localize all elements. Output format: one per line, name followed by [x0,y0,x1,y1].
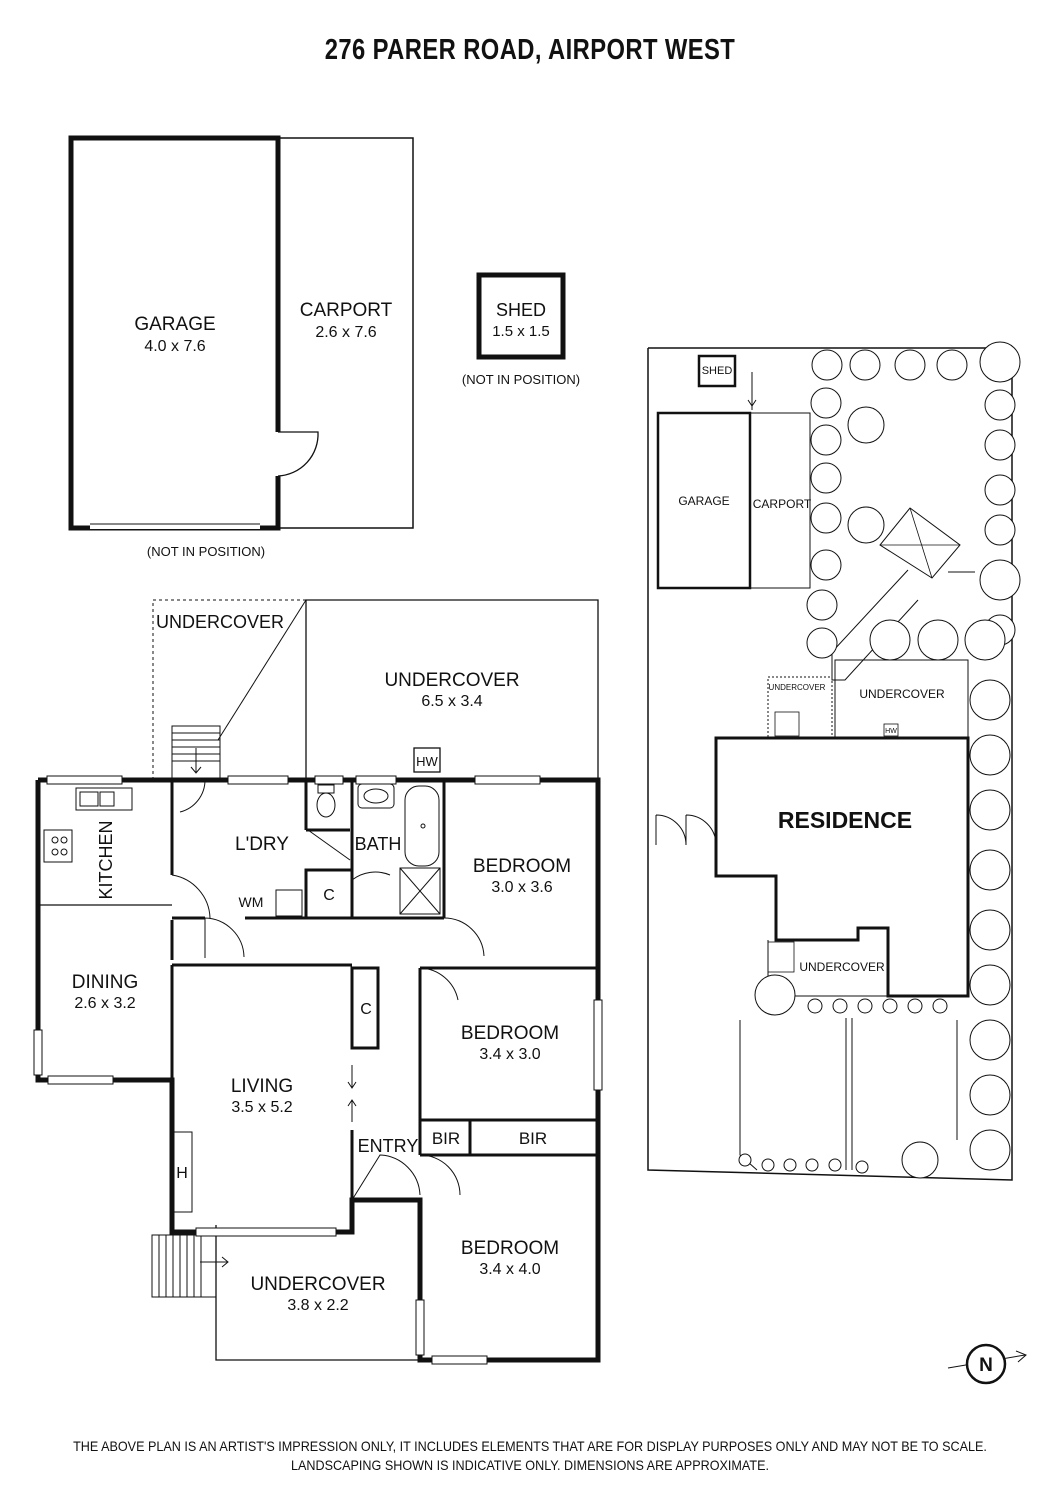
plan-title: 276 PARER ROAD, AIRPORT WEST [324,34,736,66]
bedroom1-label: BEDROOM [473,856,571,877]
shed-dims: 1.5 x 1.5 [492,323,550,340]
wm-label: WM [239,894,264,910]
bedroom2-label: BEDROOM [461,1023,559,1044]
undercover-top-label: UNDERCOVER [384,670,519,691]
garage-dims: 4.0 x 7.6 [144,338,205,355]
bedroom1-dims: 3.0 x 3.6 [491,879,552,896]
dining-dims: 2.6 x 3.2 [74,995,135,1012]
hw-label: HW [416,754,438,769]
site-undercover-a-label: UNDERCOVER [769,683,826,692]
house-walls [33,599,603,1365]
site-shed-label: SHED [702,365,733,377]
disclaimer-line-2: LANDSCAPING SHOWN IS INDICATIVE ONLY. DI… [291,1457,769,1473]
heater-label: H [176,1165,188,1182]
cupboard-hall-label: C [360,1001,372,1018]
carport-label: CARPORT [300,300,393,321]
compass-label: N [979,1355,993,1376]
bir-small-label: BIR [432,1129,460,1148]
garage-note: (NOT IN POSITION) [147,544,265,559]
carport-dims: 2.6 x 7.6 [315,324,376,341]
shed-note: (NOT IN POSITION) [462,372,580,387]
laundry-label: L'DRY [235,834,289,855]
undercover-top-dims: 6.5 x 3.4 [421,693,482,710]
site-garage-label: GARAGE [678,494,729,508]
bedroom3-label: BEDROOM [461,1238,559,1259]
disclaimer: THE ABOVE PLAN IS AN ARTIST'S IMPRESSION… [0,1437,1060,1475]
undercover-bottom-label: UNDERCOVER [250,1274,385,1295]
shed-label: SHED [496,300,546,320]
site-carport-label: CARPORT [753,497,812,511]
bir-large-label: BIR [519,1129,547,1148]
garage-label: GARAGE [134,314,215,335]
entry-label: ENTRY [358,1136,419,1156]
north-compass-icon: N [947,1343,1027,1385]
undercover-bottom-dims: 3.8 x 2.2 [287,1297,348,1314]
site-hw-label: HW [885,728,897,735]
site-undercover-b-label: UNDERCOVER [859,687,945,701]
dining-label: DINING [72,972,139,993]
shed-outline [476,272,566,360]
bath-label: BATH [355,834,402,854]
kitchen-label: KITCHEN [96,820,116,899]
site-plan [647,347,1013,1181]
site-residence-label: RESIDENCE [778,807,912,833]
living-label: LIVING [231,1076,293,1097]
undercover-small-label: UNDERCOVER [156,612,284,632]
bedroom3-dims: 3.4 x 4.0 [479,1261,540,1278]
disclaimer-line-1: THE ABOVE PLAN IS AN ARTIST'S IMPRESSION… [73,1438,987,1454]
bedroom2-dims: 3.4 x 3.0 [479,1046,540,1063]
living-dims: 3.5 x 5.2 [231,1099,292,1116]
cupboard-laundry-label: C [323,887,335,904]
site-trees [738,341,1021,1179]
garage-block [68,135,414,531]
site-undercover-c-label: UNDERCOVER [799,960,885,974]
